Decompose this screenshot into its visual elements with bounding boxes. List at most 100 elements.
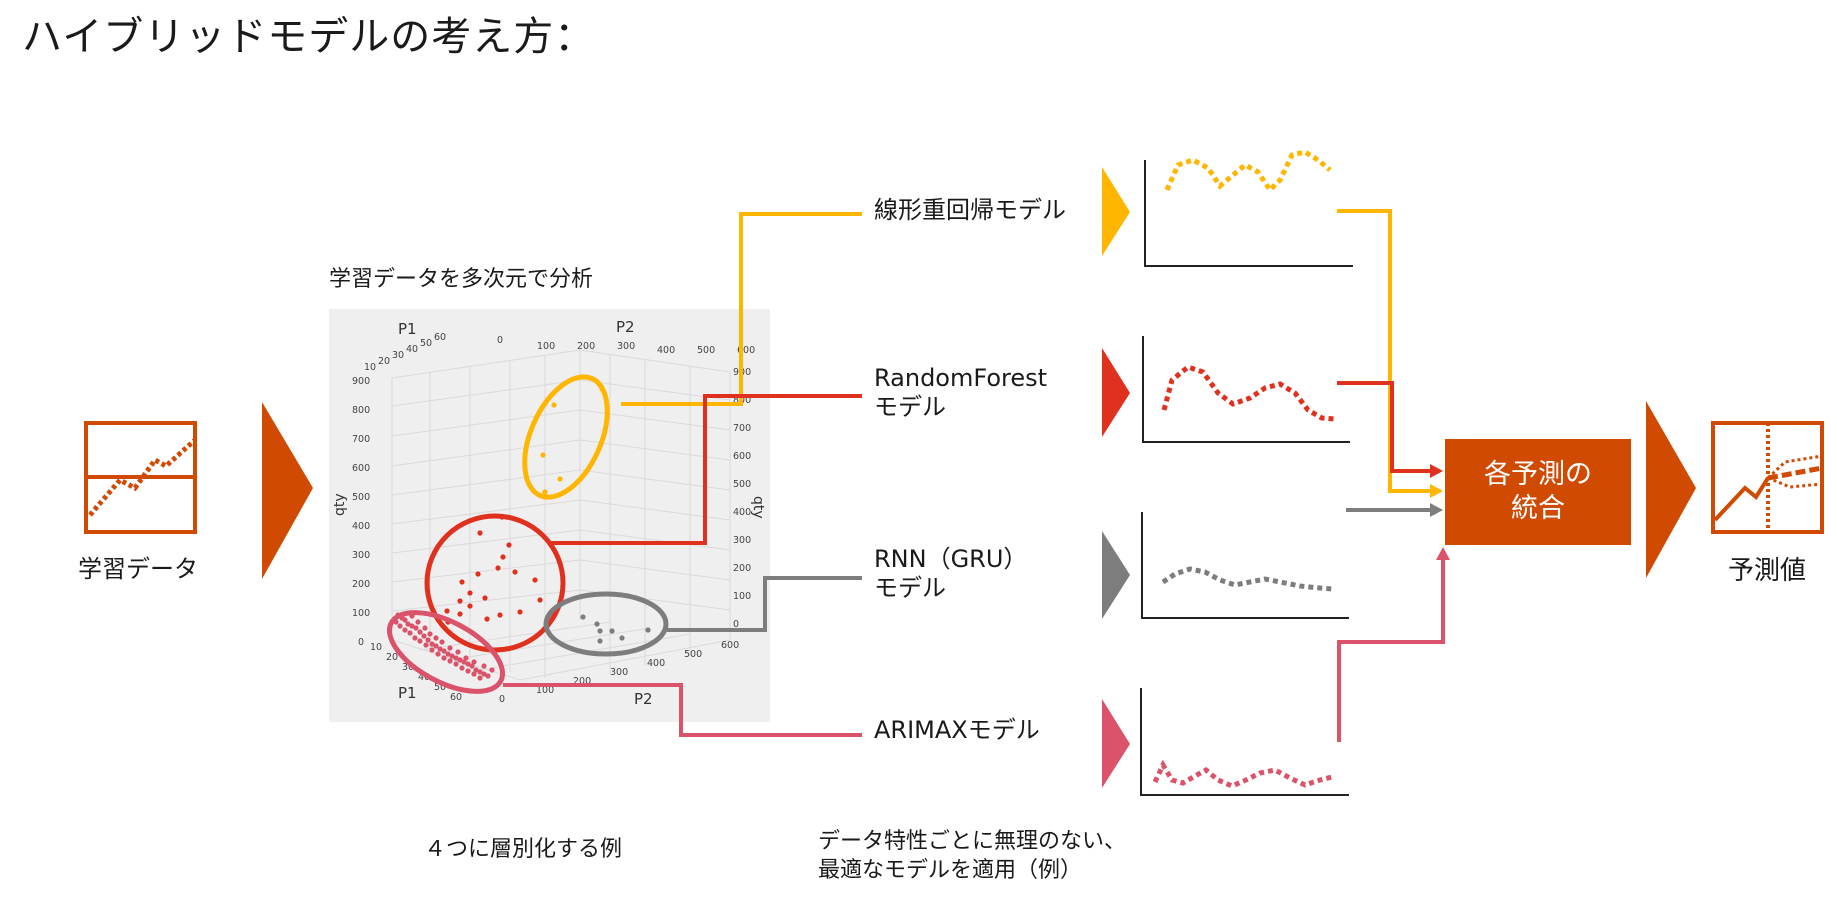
model-linear-name: 線形重回帰モデル [874,196,1066,224]
tick-p2-bottom: 400 [647,658,665,669]
point-pink [489,667,495,673]
models-caption-line2: 最適なモデルを適用（例） [818,857,1083,883]
point-pink [441,648,447,654]
tick-qty-right: 500 [733,479,751,490]
model-arimax-name: ARIMAXモデル [874,716,1040,744]
point-yellow [557,476,563,482]
point-red [500,554,506,560]
merge-line-pink [1337,560,1445,742]
tick-qty-right: 300 [733,535,751,546]
tick-qty-left: 200 [352,579,370,590]
tick-p1-top: 30 [392,350,404,361]
point-pink [425,637,431,643]
tick-qty-left: 100 [352,608,370,619]
scatter-3d-panel: P1 P2 P1 P2 qty qty 00100100200200300300… [329,309,770,722]
model-randomforest-name: RandomForest [874,364,1048,392]
model-arrow-red [1102,348,1130,437]
point-pink [459,665,465,671]
tick-p2-bottom: 600 [721,640,739,651]
axis-p2-bottom: P2 [634,690,653,708]
merge-arrowhead-yellow [1430,484,1443,498]
point-red [506,542,512,548]
point-pink [417,629,423,635]
model-label-randomforest: RandomForest モデル [874,364,1047,423]
connector-yellow [621,212,862,406]
flow-arrow-2 [1646,401,1696,578]
point-pink [447,658,453,664]
point-pink [402,617,408,623]
training-data-icon [84,421,197,534]
tick-qty-right: 700 [733,423,751,434]
tick-p2-top: 0 [497,335,503,346]
connector-gray [667,576,862,632]
point-pink [469,663,475,669]
axis-p2-top: P2 [616,318,635,336]
tick-p2-top: 300 [617,341,635,352]
page-title: ハイブリッドモデルの考え方： [22,14,596,60]
point-pink [415,619,421,625]
connector-red [550,394,862,545]
point-pink [481,663,487,669]
point-pink [437,646,443,652]
tick-p2-top: 500 [697,345,715,356]
cluster-yellow-ellipse [522,374,610,500]
cluster-red-ellipse [424,513,566,653]
axis-p1-top: P1 [398,320,417,338]
tick-p1-bottom: 30 [402,662,414,673]
point-pink [477,669,483,675]
tick-p2-bottom: 100 [536,685,554,696]
point-pink [407,630,413,636]
tick-p2-bottom: 300 [610,667,628,678]
point-pink [463,655,469,661]
axis-p1-bottom: P1 [398,684,417,702]
point-gray [594,621,600,627]
tick-qty-left: 300 [352,550,370,561]
merge-line-yellow [1337,209,1430,493]
cluster-pink-ellipse [386,610,506,694]
tick-qty-left: 900 [352,376,370,387]
point-red [497,612,503,618]
flow-arrow-1 [262,402,313,579]
point-yellow [542,489,548,495]
point-pink [423,642,429,648]
point-pink [455,649,461,655]
model-arrow-pink [1102,699,1130,788]
tick-p1-top: 40 [406,344,418,355]
models-caption: データ特性ごとに無理のない、 最適なモデルを適用（例） [818,828,1126,885]
point-pink [427,631,433,637]
tick-p1-top: 20 [378,356,390,367]
point-red [495,565,501,571]
point-gray [580,614,586,620]
point-yellow [540,452,546,458]
point-red [444,608,450,614]
point-pink [429,641,435,647]
tick-p1-bottom: 60 [450,692,462,703]
axis-qty-right: qty [750,496,766,519]
prediction-output-icon [1711,421,1824,534]
merge-line-red [1337,381,1430,473]
integration-line2: 統合 [1511,493,1565,524]
tick-p1-top: 50 [420,338,432,349]
point-pink [471,659,477,665]
point-pink [413,625,419,631]
point-pink [435,651,441,657]
integration-box: 各予測の 統合 [1445,439,1631,545]
model-label-arimax: ARIMAXモデル [874,716,1040,745]
point-pink [453,661,459,667]
prediction-label: 予測値 [1728,556,1807,586]
analysis-heading: 学習データを多次元で分析 [329,267,594,292]
integration-line1: 各予測の [1484,459,1592,491]
point-red [484,616,490,622]
tick-qty-right: 200 [733,563,751,574]
point-pink [397,623,403,629]
models-caption-line1: データ特性ごとに無理のない、 [818,829,1127,854]
tick-p2-top: 600 [737,345,755,356]
point-pink [402,627,408,633]
point-pink [449,653,455,659]
tick-qty-left: 500 [352,492,370,503]
tick-qty-left: 0 [358,637,364,648]
point-red [475,571,481,577]
point-gray [597,638,603,644]
mini-chart-red [1142,336,1350,443]
tick-qty-right: 0 [733,619,739,630]
